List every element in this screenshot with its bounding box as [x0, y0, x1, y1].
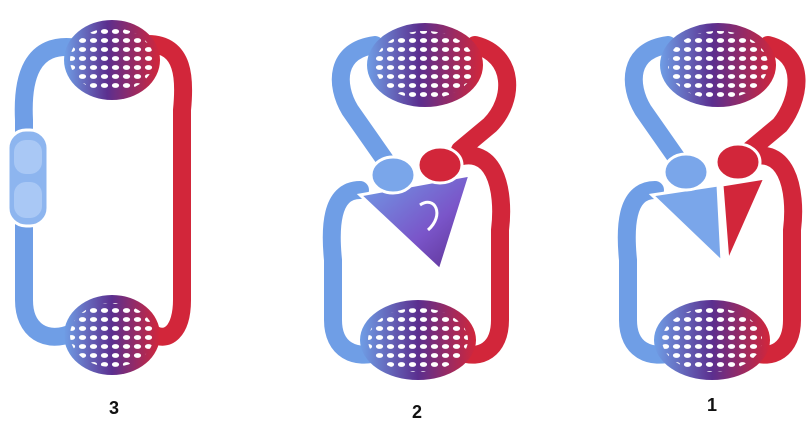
diagram-number-label: 3 [99, 398, 129, 419]
heart-four-chamber [652, 144, 765, 262]
diagram-number-label: 2 [402, 402, 432, 423]
capillary-bed-top [660, 23, 776, 107]
capillary-bed-bottom [64, 295, 160, 375]
artery-vessel [148, 44, 183, 337]
heart-two-chamber [8, 130, 48, 226]
capillary-bed-bottom [654, 300, 770, 380]
capillary-bed-bottom [360, 300, 476, 380]
capillary-bed-top [64, 20, 160, 100]
heart-three-chamber [360, 147, 470, 270]
diagram-3-circulation [8, 20, 183, 375]
capillary-bed-top [367, 23, 483, 107]
diagram-2-circulation [332, 23, 507, 380]
diagram-number-label: 1 [697, 395, 727, 416]
diagram-1-circulation [627, 23, 797, 380]
